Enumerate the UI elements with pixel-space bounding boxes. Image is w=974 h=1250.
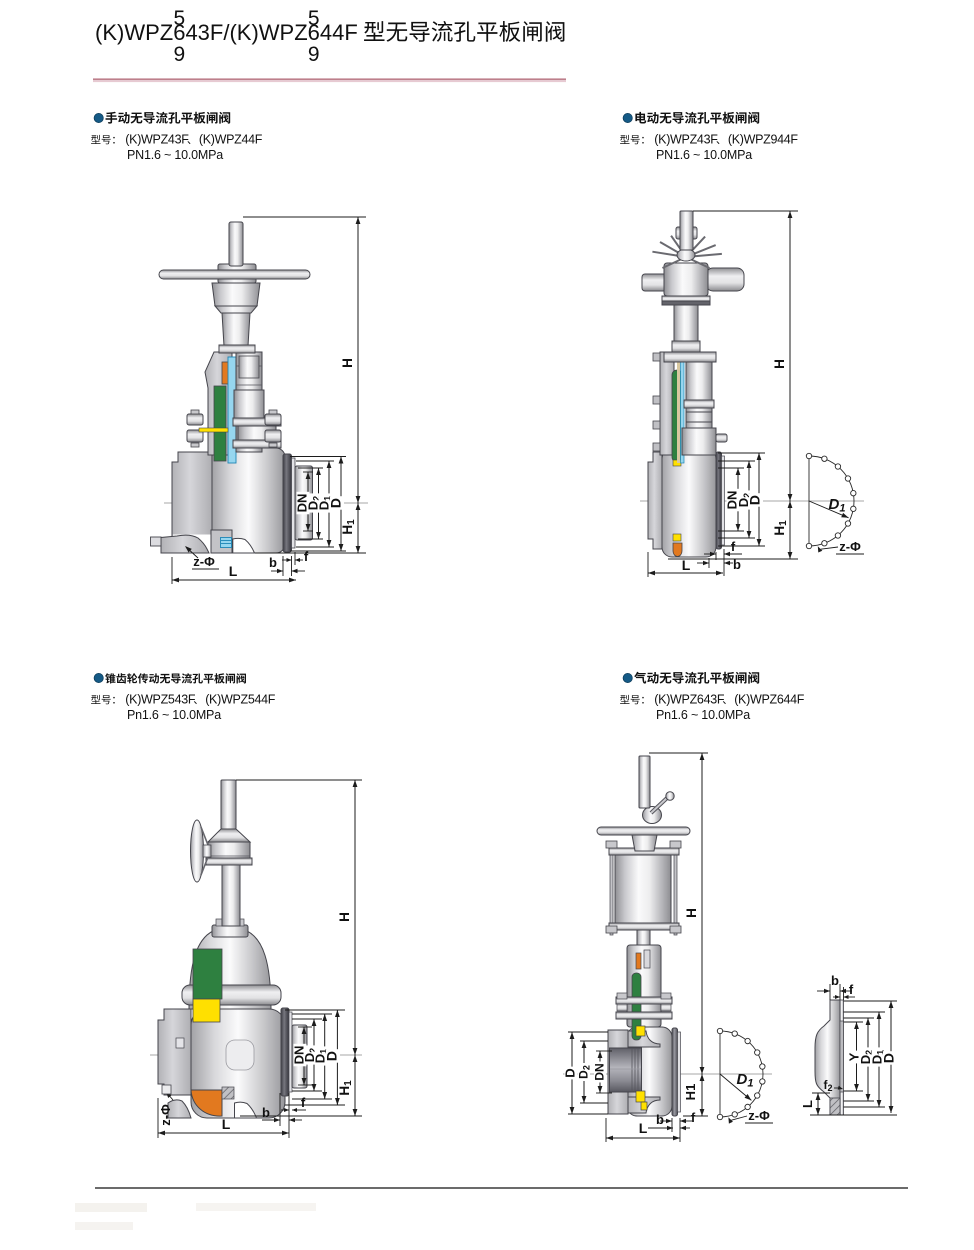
svg-text:PN1.6 ~ 10.0MPa: PN1.6 ~ 10.0MPa xyxy=(127,148,223,162)
svg-text:f: f xyxy=(301,1095,306,1110)
svg-text:b: b xyxy=(831,973,839,988)
svg-text:Pn1.6 ~ 10.0MPa: Pn1.6 ~ 10.0MPa xyxy=(656,708,750,722)
svg-text:H: H xyxy=(340,358,355,368)
svg-text:D: D xyxy=(747,495,763,505)
svg-text:H1: H1 xyxy=(683,1084,698,1101)
svg-text:L: L xyxy=(229,563,238,579)
svg-text:f: f xyxy=(691,1110,696,1125)
svg-text:H: H xyxy=(684,908,699,918)
svg-text:H1: H1 xyxy=(337,1080,354,1096)
svg-text:(K)WPZ543F: (K)WPZ543F xyxy=(125,693,196,707)
svg-text:(K)WPZ43F: (K)WPZ43F xyxy=(125,133,189,147)
svg-text:L: L xyxy=(639,1120,648,1136)
svg-text:44F: 44F xyxy=(320,20,358,45)
svg-text:(K)WPZ644F: (K)WPZ644F xyxy=(734,693,805,707)
svg-text:DN: DN xyxy=(593,1063,607,1080)
svg-text:z-Φ: z-Φ xyxy=(748,1108,770,1123)
svg-text:(K)WPZ43F: (K)WPZ43F xyxy=(654,133,718,147)
svg-text:D: D xyxy=(881,1053,897,1063)
svg-text:H: H xyxy=(337,912,352,922)
svg-text:b: b xyxy=(262,1105,270,1120)
svg-text:b: b xyxy=(656,1112,664,1127)
svg-text:z-Φ: z-Φ xyxy=(839,539,861,554)
svg-text:D: D xyxy=(563,1068,578,1077)
svg-text:Pn1.6 ~ 10.0MPa: Pn1.6 ~ 10.0MPa xyxy=(127,708,221,722)
svg-text:PN1.6 ~ 10.0MPa: PN1.6 ~ 10.0MPa xyxy=(656,148,752,162)
svg-text:(K)WPZ6: (K)WPZ6 xyxy=(95,20,185,45)
svg-text:43F/(K)WPZ6: 43F/(K)WPZ6 xyxy=(185,20,319,45)
svg-text:9: 9 xyxy=(173,43,185,66)
svg-text:(K)WPZ544F: (K)WPZ544F xyxy=(205,693,276,707)
svg-text:Y: Y xyxy=(847,1052,862,1061)
svg-text:b: b xyxy=(269,555,277,570)
svg-text:L: L xyxy=(682,557,691,573)
svg-text:f: f xyxy=(304,549,309,564)
svg-text:(K)WPZ944F: (K)WPZ944F xyxy=(728,133,799,147)
svg-text:z-Φ: z-Φ xyxy=(158,1104,173,1126)
svg-text:f: f xyxy=(731,539,736,554)
svg-text:9: 9 xyxy=(308,43,320,66)
svg-text:z-Φ: z-Φ xyxy=(193,554,215,569)
svg-text:b: b xyxy=(733,557,741,572)
svg-text:f: f xyxy=(849,982,854,997)
svg-text:D: D xyxy=(324,1051,340,1061)
svg-text:DN: DN xyxy=(295,494,310,513)
svg-text:D: D xyxy=(328,498,344,508)
svg-text:H: H xyxy=(772,359,787,369)
svg-text:f2: f2 xyxy=(823,1078,832,1093)
svg-text:(K)WPZ643F: (K)WPZ643F xyxy=(654,693,725,707)
svg-text:DN: DN xyxy=(725,491,740,510)
svg-text:L: L xyxy=(222,1116,231,1132)
svg-text:L: L xyxy=(800,1100,815,1108)
svg-text:DN: DN xyxy=(292,1046,307,1065)
svg-text:(K)WPZ44F: (K)WPZ44F xyxy=(199,133,263,147)
svg-text:D1: D1 xyxy=(829,496,846,515)
svg-text:5: 5 xyxy=(173,7,185,30)
svg-text:H1: H1 xyxy=(772,520,789,536)
svg-text:5: 5 xyxy=(308,7,320,30)
svg-text:H1: H1 xyxy=(340,519,357,535)
